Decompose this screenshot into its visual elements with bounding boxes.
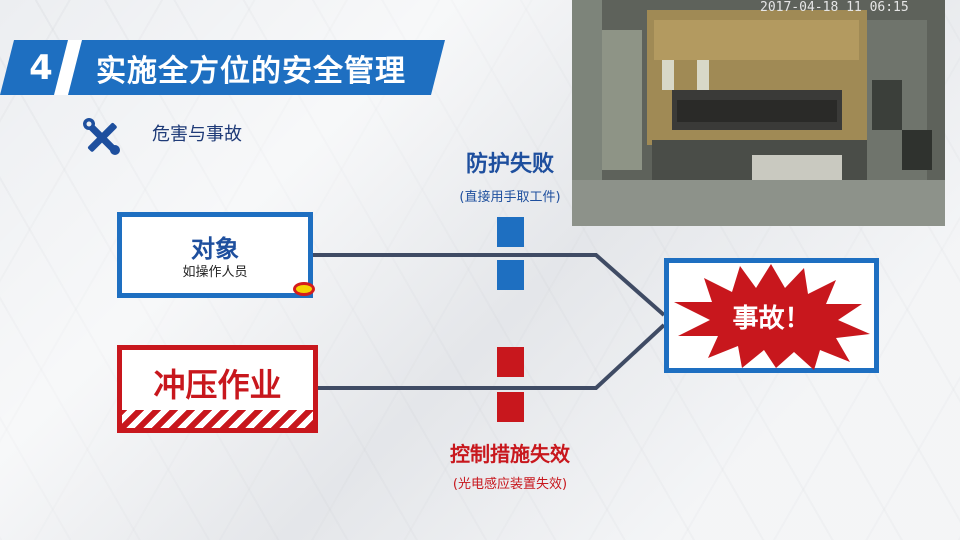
tools-icon [83, 118, 120, 155]
guard-barrier-bottom [497, 260, 524, 290]
guard-failure-note: (直接用手取工件) [459, 190, 561, 205]
title-banner [0, 40, 445, 95]
control-failure-note: (光电感应装置失效) [452, 477, 568, 492]
object-title: 对象 [191, 235, 239, 263]
press-operation-title: 冲压作业 [153, 366, 282, 404]
timestamp-overlay: 2017-04-18 11 06:15 [760, 0, 909, 15]
guard-barrier-top [497, 217, 524, 247]
explosion-burst-icon [674, 264, 870, 370]
object-subtitle: 如操作人员 [182, 265, 248, 280]
press-operation-box [117, 345, 318, 433]
control-barrier-top [497, 347, 524, 377]
control-failure-label: 控制措施失效 [450, 442, 570, 466]
object-box [117, 212, 313, 298]
accident-label: 事故！ [732, 304, 811, 334]
guard-failure-label: 防护失败 [465, 152, 554, 177]
page-title: 实施全方位的安全管理 [96, 53, 406, 89]
highlight-badge [293, 282, 315, 296]
section-subheading: 危害与事故 [152, 124, 242, 145]
cctv-photo: 2017-04-18 11 06:15 [572, 0, 945, 226]
control-barrier-bottom [497, 392, 524, 422]
section-number: 4 [29, 47, 53, 88]
hazard-stripe [122, 410, 313, 428]
